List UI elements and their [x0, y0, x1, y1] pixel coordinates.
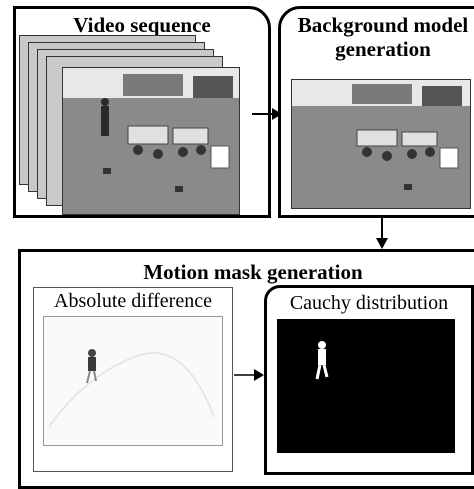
arrow-down-icon	[376, 218, 388, 249]
absolute-difference-block: Absolute difference	[33, 287, 233, 472]
motion-mask-image	[277, 319, 455, 453]
video-sequence-block: Video sequence	[13, 6, 271, 218]
background-model-title-line2: generation	[335, 37, 431, 61]
video-frame-front	[62, 67, 240, 215]
absolute-difference-title: Absolute difference	[54, 290, 212, 312]
background-model-block: Background model generation	[278, 6, 474, 218]
arrow-right-icon	[234, 369, 264, 381]
cauchy-distribution-block: Cauchy distribution	[264, 285, 474, 475]
arrow-right-icon	[252, 108, 282, 120]
background-model-title-line1: Background model	[297, 13, 469, 37]
video-sequence-title: Video sequence	[73, 13, 211, 37]
difference-image	[43, 316, 223, 446]
motion-mask-title: Motion mask generation	[143, 260, 363, 284]
cauchy-distribution-title: Cauchy distribution	[289, 292, 449, 314]
background-frame	[291, 79, 471, 209]
